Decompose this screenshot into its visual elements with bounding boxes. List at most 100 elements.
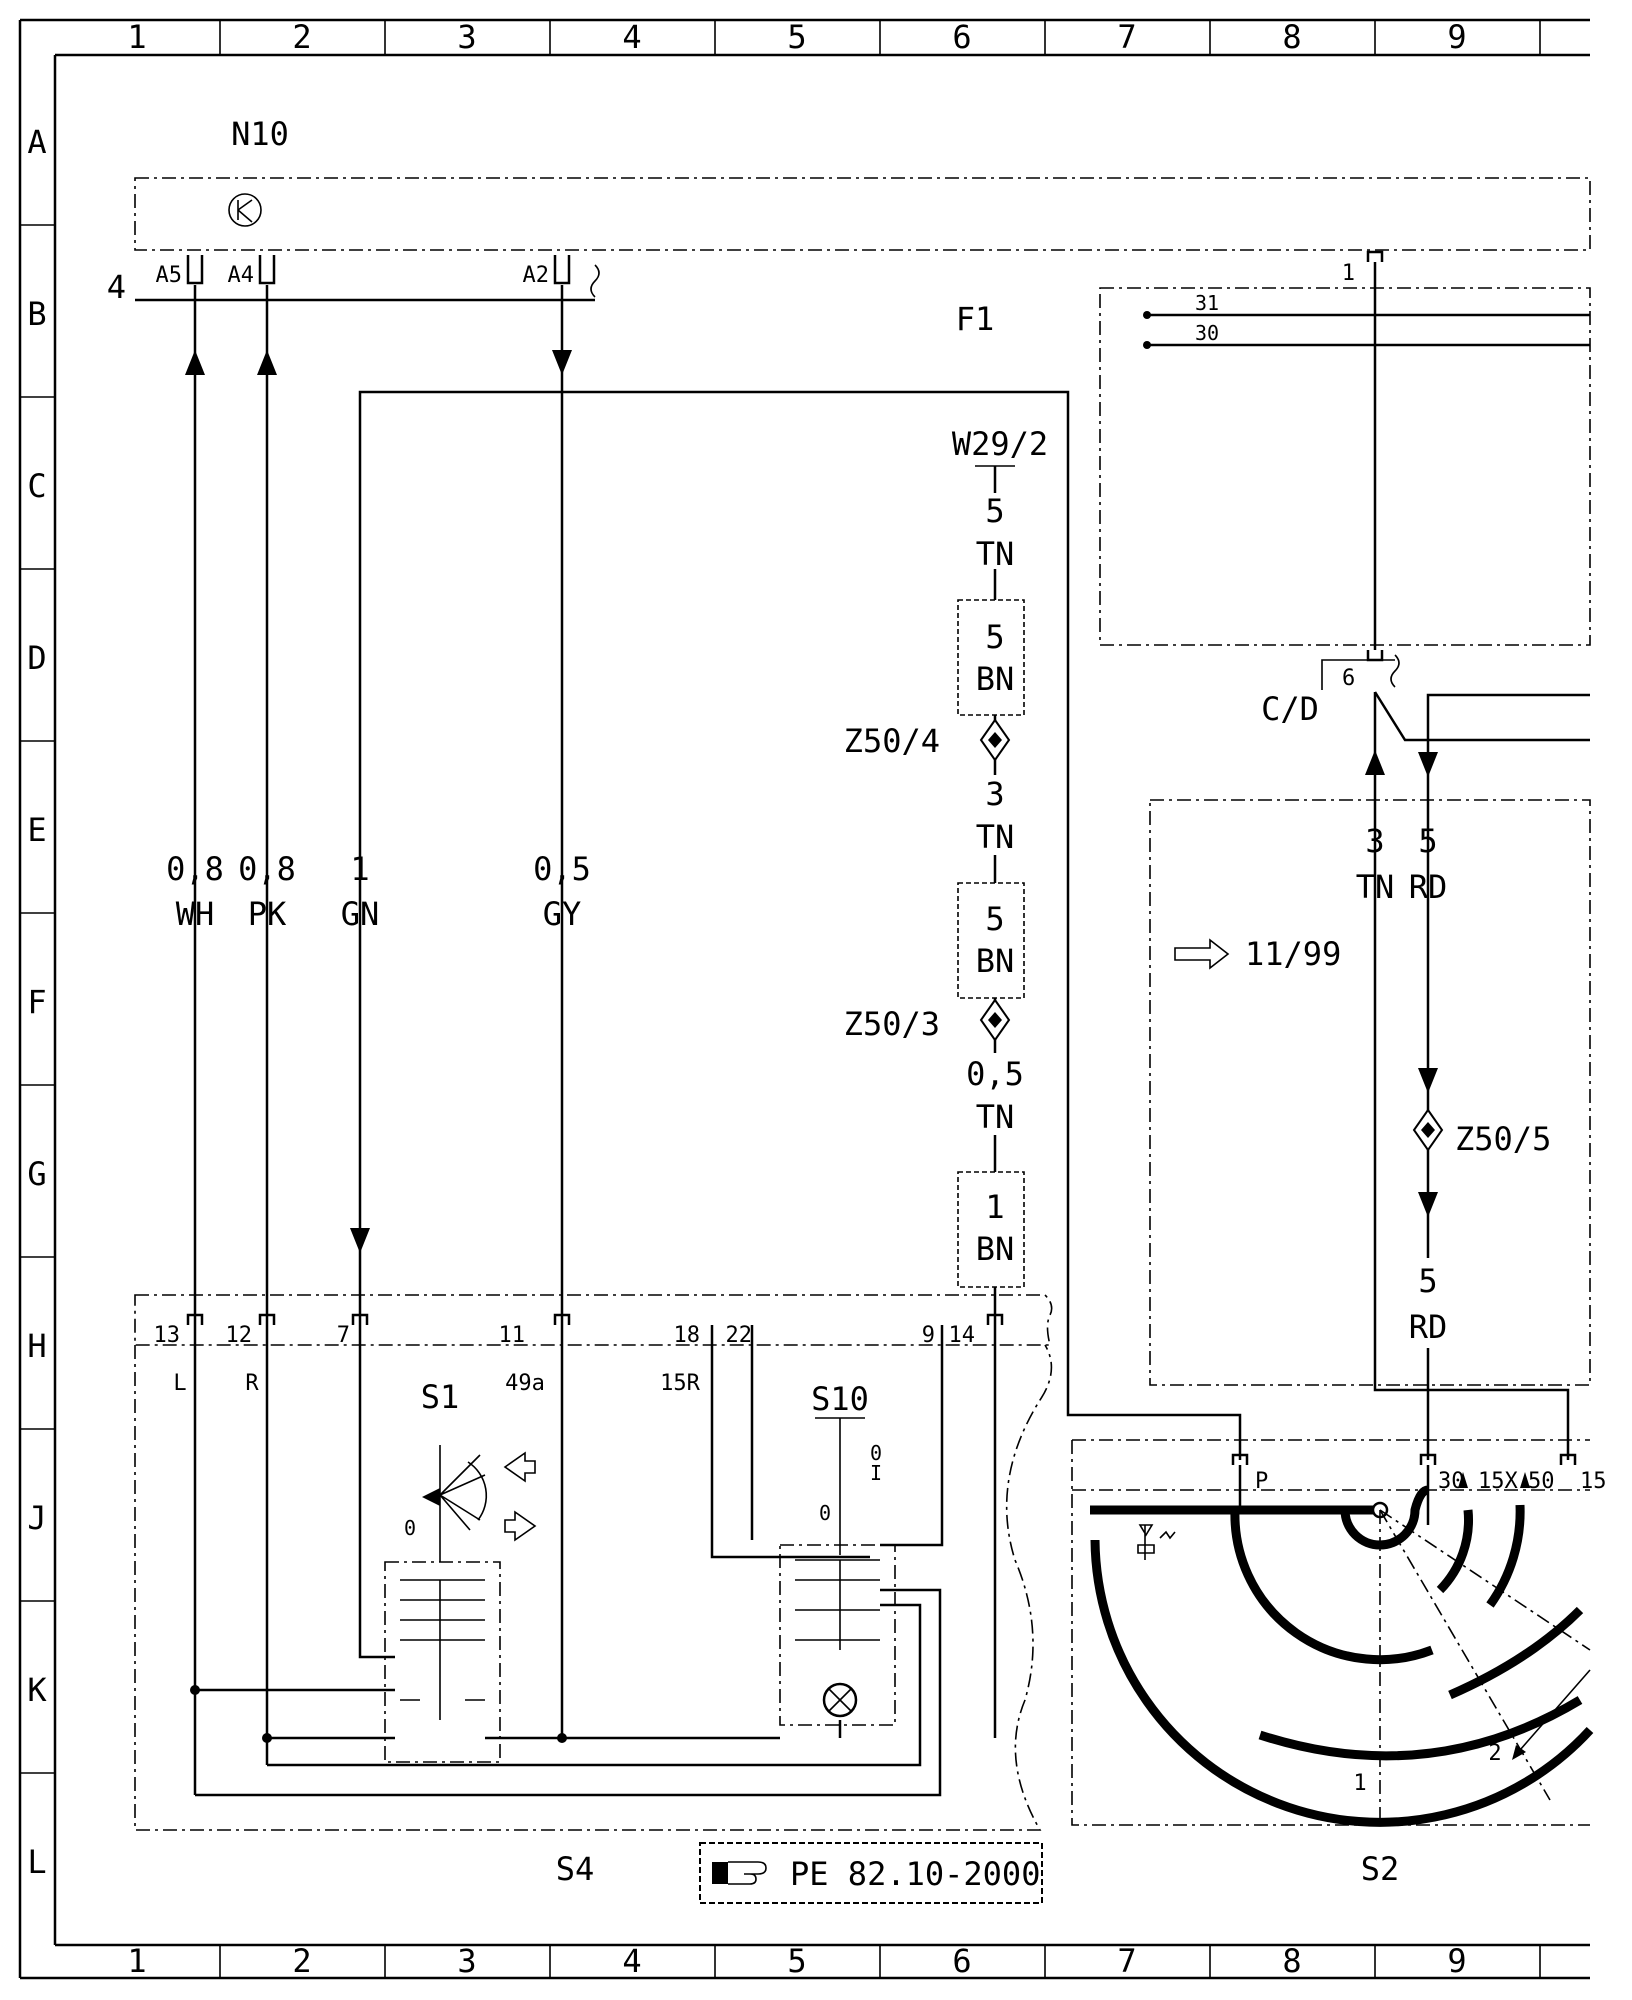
box1-size: 5	[985, 618, 1004, 656]
s2-pos-2: 2	[1488, 1741, 1501, 1766]
arrow-right-icon	[504, 1510, 537, 1542]
s4-switch: 13 12 7 11 18 22 9 14 L R 49a 15R	[134, 1294, 1053, 1831]
s1-label: S1	[421, 1378, 460, 1416]
row-labels: A B C D E F G H J K L	[27, 123, 47, 1881]
s2-pin-15x: 15X	[1478, 1469, 1518, 1494]
box1-color: BN	[976, 660, 1015, 698]
bus-31-label: 31	[1195, 291, 1219, 315]
s2-pin-p: P	[1255, 1469, 1268, 1494]
seg3-size: 0,5	[966, 1055, 1024, 1093]
wire-gn-size: 1	[350, 850, 369, 888]
s10-pos-1: I	[870, 1461, 882, 1485]
z50-3-label: Z50/3	[844, 1005, 940, 1043]
col-label: 1	[127, 1942, 146, 1980]
s4-term-l: L	[173, 1371, 186, 1396]
cd-connector: C/D 6 3 TN 5 RD 11/99 Z50/5 5 RD	[1149, 650, 1591, 1460]
n10-side-label: 4	[107, 268, 126, 306]
cd-wire1-size: 3	[1365, 822, 1384, 860]
cd-wire3-size: 5	[1418, 1262, 1437, 1300]
s4-pin-13: 13	[154, 1323, 181, 1348]
splice-box-1	[957, 599, 1025, 716]
s1-pos-0: 0	[404, 1516, 416, 1540]
row-label: G	[27, 1155, 46, 1193]
key-icon	[1137, 1524, 1176, 1560]
row-label: A	[27, 123, 46, 161]
col-label: 7	[1117, 1942, 1136, 1980]
s2-pin-15: 15	[1580, 1469, 1607, 1494]
wire-pk-size: 0,8	[238, 850, 296, 888]
col-label: 8	[1282, 18, 1301, 56]
w29-label: W29/2	[952, 425, 1048, 463]
box2-color: BN	[976, 942, 1015, 980]
column-labels-bottom: 1 2 3 4 5 6 7 8 9	[127, 1942, 1466, 1980]
cd-wire2-color: RD	[1409, 868, 1448, 906]
n10-module: N10 4 A5 A4 A2	[107, 115, 1591, 306]
s10-pos-0: 0	[870, 1441, 882, 1465]
col-label: 1	[127, 18, 146, 56]
cd-label: C/D	[1261, 690, 1319, 728]
splice-z50-5	[1412, 1108, 1444, 1152]
row-label: D	[27, 639, 46, 677]
s10-pos-0b: 0	[819, 1501, 831, 1525]
w29-tn-line: W29/2 5 TN 5 BN Z50/4 3 TN 5 BN Z50/3 0,…	[844, 425, 1048, 1310]
arrow-right-icon	[1174, 938, 1230, 970]
f1-pin-1: 1	[1342, 261, 1355, 286]
s10-switch: S10 0 I 0	[779, 1380, 896, 1726]
wire-gy: 0,5 GY	[533, 285, 591, 1310]
row-label: J	[27, 1499, 46, 1537]
s1-wiper-switch: S1 0	[384, 1378, 537, 1763]
bus-30-label: 30	[1195, 321, 1219, 345]
reference-box: PE 82.10-2000	[699, 1842, 1043, 1904]
n10-label: N10	[231, 115, 289, 153]
row-label: C	[27, 467, 46, 505]
row-label: B	[27, 295, 46, 333]
frame	[18, 18, 1590, 1980]
row-label: K	[27, 1671, 47, 1709]
s4-pin-9: 9	[922, 1323, 935, 1348]
row-label: E	[27, 811, 46, 849]
n10-pin-a4: A4	[228, 263, 255, 288]
pointing-hand-icon	[712, 1861, 767, 1885]
wire-gy-color: GY	[543, 895, 582, 933]
col-label: 6	[952, 18, 971, 56]
seg1-size: 5	[985, 492, 1004, 530]
col-label: 3	[457, 1942, 476, 1980]
row-label: F	[27, 983, 46, 1021]
s10-label: S10	[811, 1380, 869, 1418]
splice-z50-4	[979, 718, 1011, 762]
col-label: 9	[1447, 1942, 1466, 1980]
seg1-color: TN	[976, 535, 1015, 573]
col-label: 3	[457, 18, 476, 56]
transistor-symbol	[228, 193, 262, 227]
cd-wire2-size: 5	[1418, 822, 1437, 860]
wire-gy-size: 0,5	[533, 850, 591, 888]
s2-ignition-switch: P 30 15X 50 15 1 2	[1071, 1439, 1607, 1827]
splice-box-3	[957, 1171, 1025, 1288]
seg3-color: TN	[976, 1098, 1015, 1136]
f1-module: F1 31 30 1	[956, 250, 1591, 650]
wire-wh: 0,8 WH	[166, 285, 224, 1310]
wire-wh-color: WH	[176, 895, 215, 933]
splice-z50-3	[979, 998, 1011, 1042]
s4-term-r: R	[245, 1371, 259, 1396]
s4-pin-18: 18	[674, 1323, 701, 1348]
n10-pin-a2: A2	[523, 263, 550, 288]
z50-4-label: Z50/4	[844, 722, 940, 760]
cd-wire1-color: TN	[1356, 868, 1395, 906]
row-label: L	[27, 1843, 46, 1881]
column-labels-top: 1 2 3 4 5 6 7 8 9	[127, 18, 1466, 56]
wire-wh-size: 0,8	[166, 850, 224, 888]
col-label: 2	[292, 18, 311, 56]
wire-gn-color: GN	[341, 895, 380, 933]
splice-box-2	[957, 882, 1025, 999]
cd-wire3-color: RD	[1409, 1308, 1448, 1346]
seg2-size: 3	[985, 775, 1004, 813]
cd-pin-6: 6	[1342, 666, 1355, 691]
n10-pin-a5: A5	[156, 263, 183, 288]
s4-pin-7: 7	[337, 1323, 350, 1348]
row-label: H	[27, 1327, 46, 1365]
col-label: 4	[622, 18, 641, 56]
arrow-left-icon	[503, 1451, 536, 1483]
cd-ref-label: 11/99	[1245, 935, 1341, 973]
